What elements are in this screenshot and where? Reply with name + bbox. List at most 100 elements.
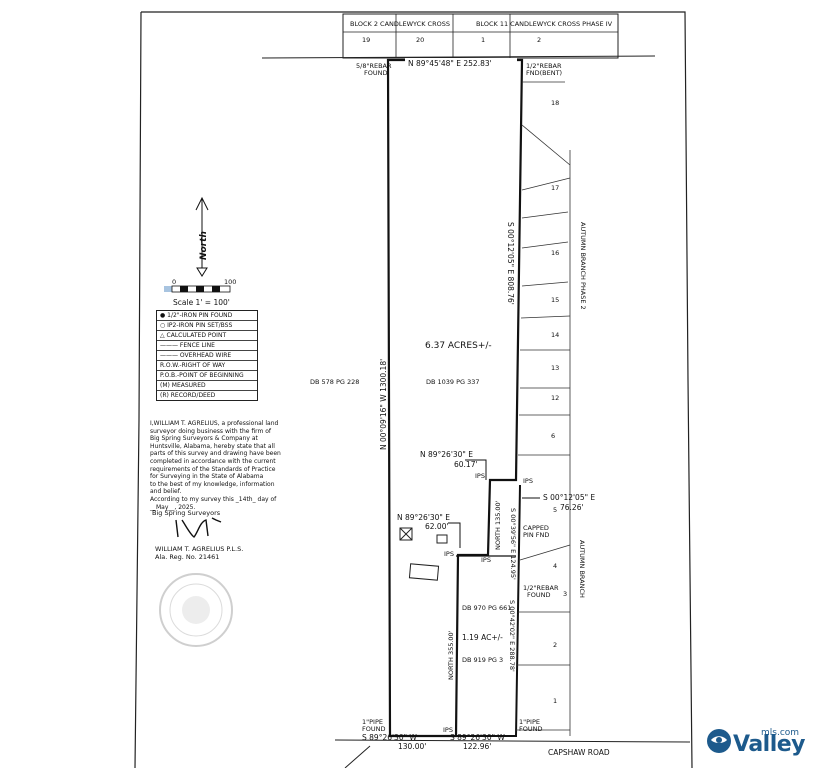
ne-rebar-label-2: FND(BENT) [526,69,562,77]
lot-number: 12 [551,394,559,402]
sheet-border-right [141,11,693,768]
mid-north-bearing: N 89°26'30" E [420,450,473,459]
ips-label-c: IPS [444,550,454,558]
firm-name: Big Spring Surveyors [152,509,221,517]
structure-box [399,527,413,541]
certification-line: I,WILLIAM T. AGRELIUS, a professional la… [150,420,279,427]
lot-1: 1 [481,36,485,44]
lot-number: 16 [551,249,559,257]
lot-19: 19 [362,36,370,44]
capped-pin-label: CAPPED [523,524,549,532]
lot-number: 3 [563,590,567,598]
ips-label-b: IPS [523,477,533,485]
legend-row: ——— OVERHEAD WIRE [157,351,257,361]
autumn-branch-lot-lines [516,81,571,736]
south-124-bearing: S 00°39'56" E 124.95' [509,508,517,580]
rebar-mid-label: 1/2"REBAR [523,584,559,592]
certification-line: to the best of my knowledge, information [150,480,275,488]
block2-label: BLOCK 2 CANDLEWYCK CROSS [350,20,450,28]
autumn-branch-label: AUTUMN BRANCH [578,540,586,598]
block11-label: BLOCK 11 CANDLEWYCK CROSS PHASE IV [476,20,613,28]
west-line-bearing: N 00°09'16" W 1300.18' [379,359,388,450]
sheet-border-left [134,11,142,768]
pipe-se-label: 1"PIPE [519,718,540,726]
lot-number: 18 [551,99,559,107]
south-right-distance: 122.96' [463,742,491,751]
north-lot-line [261,55,656,59]
valley-mls-logo [707,729,731,753]
east-upper-bearing: S 00°12'05" E 808.76' [506,222,515,305]
legend-row: P.O.B.-POINT OF BEGINNING [157,371,257,381]
lot-number: 4 [553,562,557,570]
mid-se-bearing: S 00°12'05" E [543,493,595,502]
mid-north-distance: 60.17' [454,460,478,469]
legend: ● 1/2"-IRON PIN FOUND○ IP2-IRON PIN SET/… [156,310,258,401]
north-355-bearing: NORTH 355.00' [447,630,455,680]
south-right-bearing: S 89°26'30" W [450,733,505,742]
certification: I,WILLIAM T. AGRELIUS, a professional la… [150,420,312,511]
scale-text: Scale 1' = 100' [173,298,230,307]
surveyor-reg: Ala. Reg. No. 21461 [155,553,220,561]
ips-label-e: IPS [443,726,453,734]
north-label: North [199,231,209,260]
lot-number: 17 [551,184,559,192]
nw-rebar-label: 5/8"REBAR [356,62,392,70]
pipe-sw-label-2: FOUND [362,725,385,733]
pipe-se-label-2: FOUND [519,725,542,733]
scale-zero: 0 [172,278,176,286]
nw-rebar-label-2: FOUND [364,69,387,77]
certification-line: completed in accordance with the current [150,457,276,465]
db-919: DB 919 PG 3 [462,656,503,664]
parcel-boundary [386,58,524,738]
legend-row: (R) RECORD/DEED [160,392,216,399]
surveyor-name: WILLIAM T. AGRELIUS P.L.S. [155,545,244,553]
valley-text: Valley [733,732,806,757]
db-main: DB 1039 PG 337 [426,378,480,386]
mid-se-distance: 76.26' [560,503,584,512]
north-line-bearing: N 89°45'48" E 252.83' [408,59,492,68]
scale-hundred: 100 [224,278,236,286]
lot-20: 20 [416,36,424,44]
north-arrow-icon: North [195,196,209,277]
acres-small: 1.19 AC+/- [462,633,503,642]
lot-number: 2 [553,641,557,649]
mls-text: mls.com [761,728,800,738]
legend-row: ——— FENCE LINE [157,341,257,351]
scale-bar: 0 100 Scale 1' = 100' [164,278,236,307]
db-west: DB 578 PG 228 [310,378,359,386]
shed [436,534,448,544]
legend-row: R.O.W.-RIGHT OF WAY [157,361,257,371]
legend-row: △ CALCULATED POINT [157,331,257,341]
surveyor-name-block: WILLIAM T. AGRELIUS P.L.S. Ala. Reg. No.… [155,545,243,561]
lower-north-bearing: N 89°26'30" E [397,513,450,522]
ips-label-d: IPS [481,556,491,564]
house [408,563,440,581]
certification-line: surveyor doing business with the firm of [150,427,272,435]
lot-number: 5 [553,506,557,514]
legend-row: (M) MEASURED [157,381,257,391]
certification-line: Huntsville, Alabama, hereby state that a… [150,442,275,450]
capshaw-road: CAPSHAW ROAD [548,748,610,757]
certification-line: __May__, 2025. [150,503,196,511]
lot-number: 6 [551,432,555,440]
certification-line: Big Spring Surveyors & Company at [150,435,258,443]
certification-line: for Surveying in the State of Alabama [150,473,264,481]
certification-line: According to my survey this _14th_ day o… [150,495,277,503]
legend-row: ○ IP2-IRON PIN SET/BSS [157,321,257,331]
lot-numbers-lower: 5 4 3 2 1 [553,506,567,705]
legend-row: ● 1/2"-IRON PIN FOUND [157,311,257,321]
acres-main: 6.37 ACRES+/- [425,341,492,351]
east-lower-bearing: S 00°42'02" E 288.78' [508,600,516,672]
lot-number: 15 [551,296,559,304]
ne-rebar-label: 1/2"REBAR [526,62,562,70]
capped-pin-label-2: PIN FND [523,531,549,539]
lot-number: 13 [551,364,559,372]
lot-number: 1 [553,697,557,705]
lower-north-distance: 62.00' [425,522,449,531]
rebar-mid-label-2: FOUND [527,591,550,599]
certification-line: and belief. [150,488,182,496]
pipe-sw-label: 1"PIPE [362,718,383,726]
ips-label-a: IPS [475,472,485,480]
lower-parcel-boundary [456,484,521,737]
